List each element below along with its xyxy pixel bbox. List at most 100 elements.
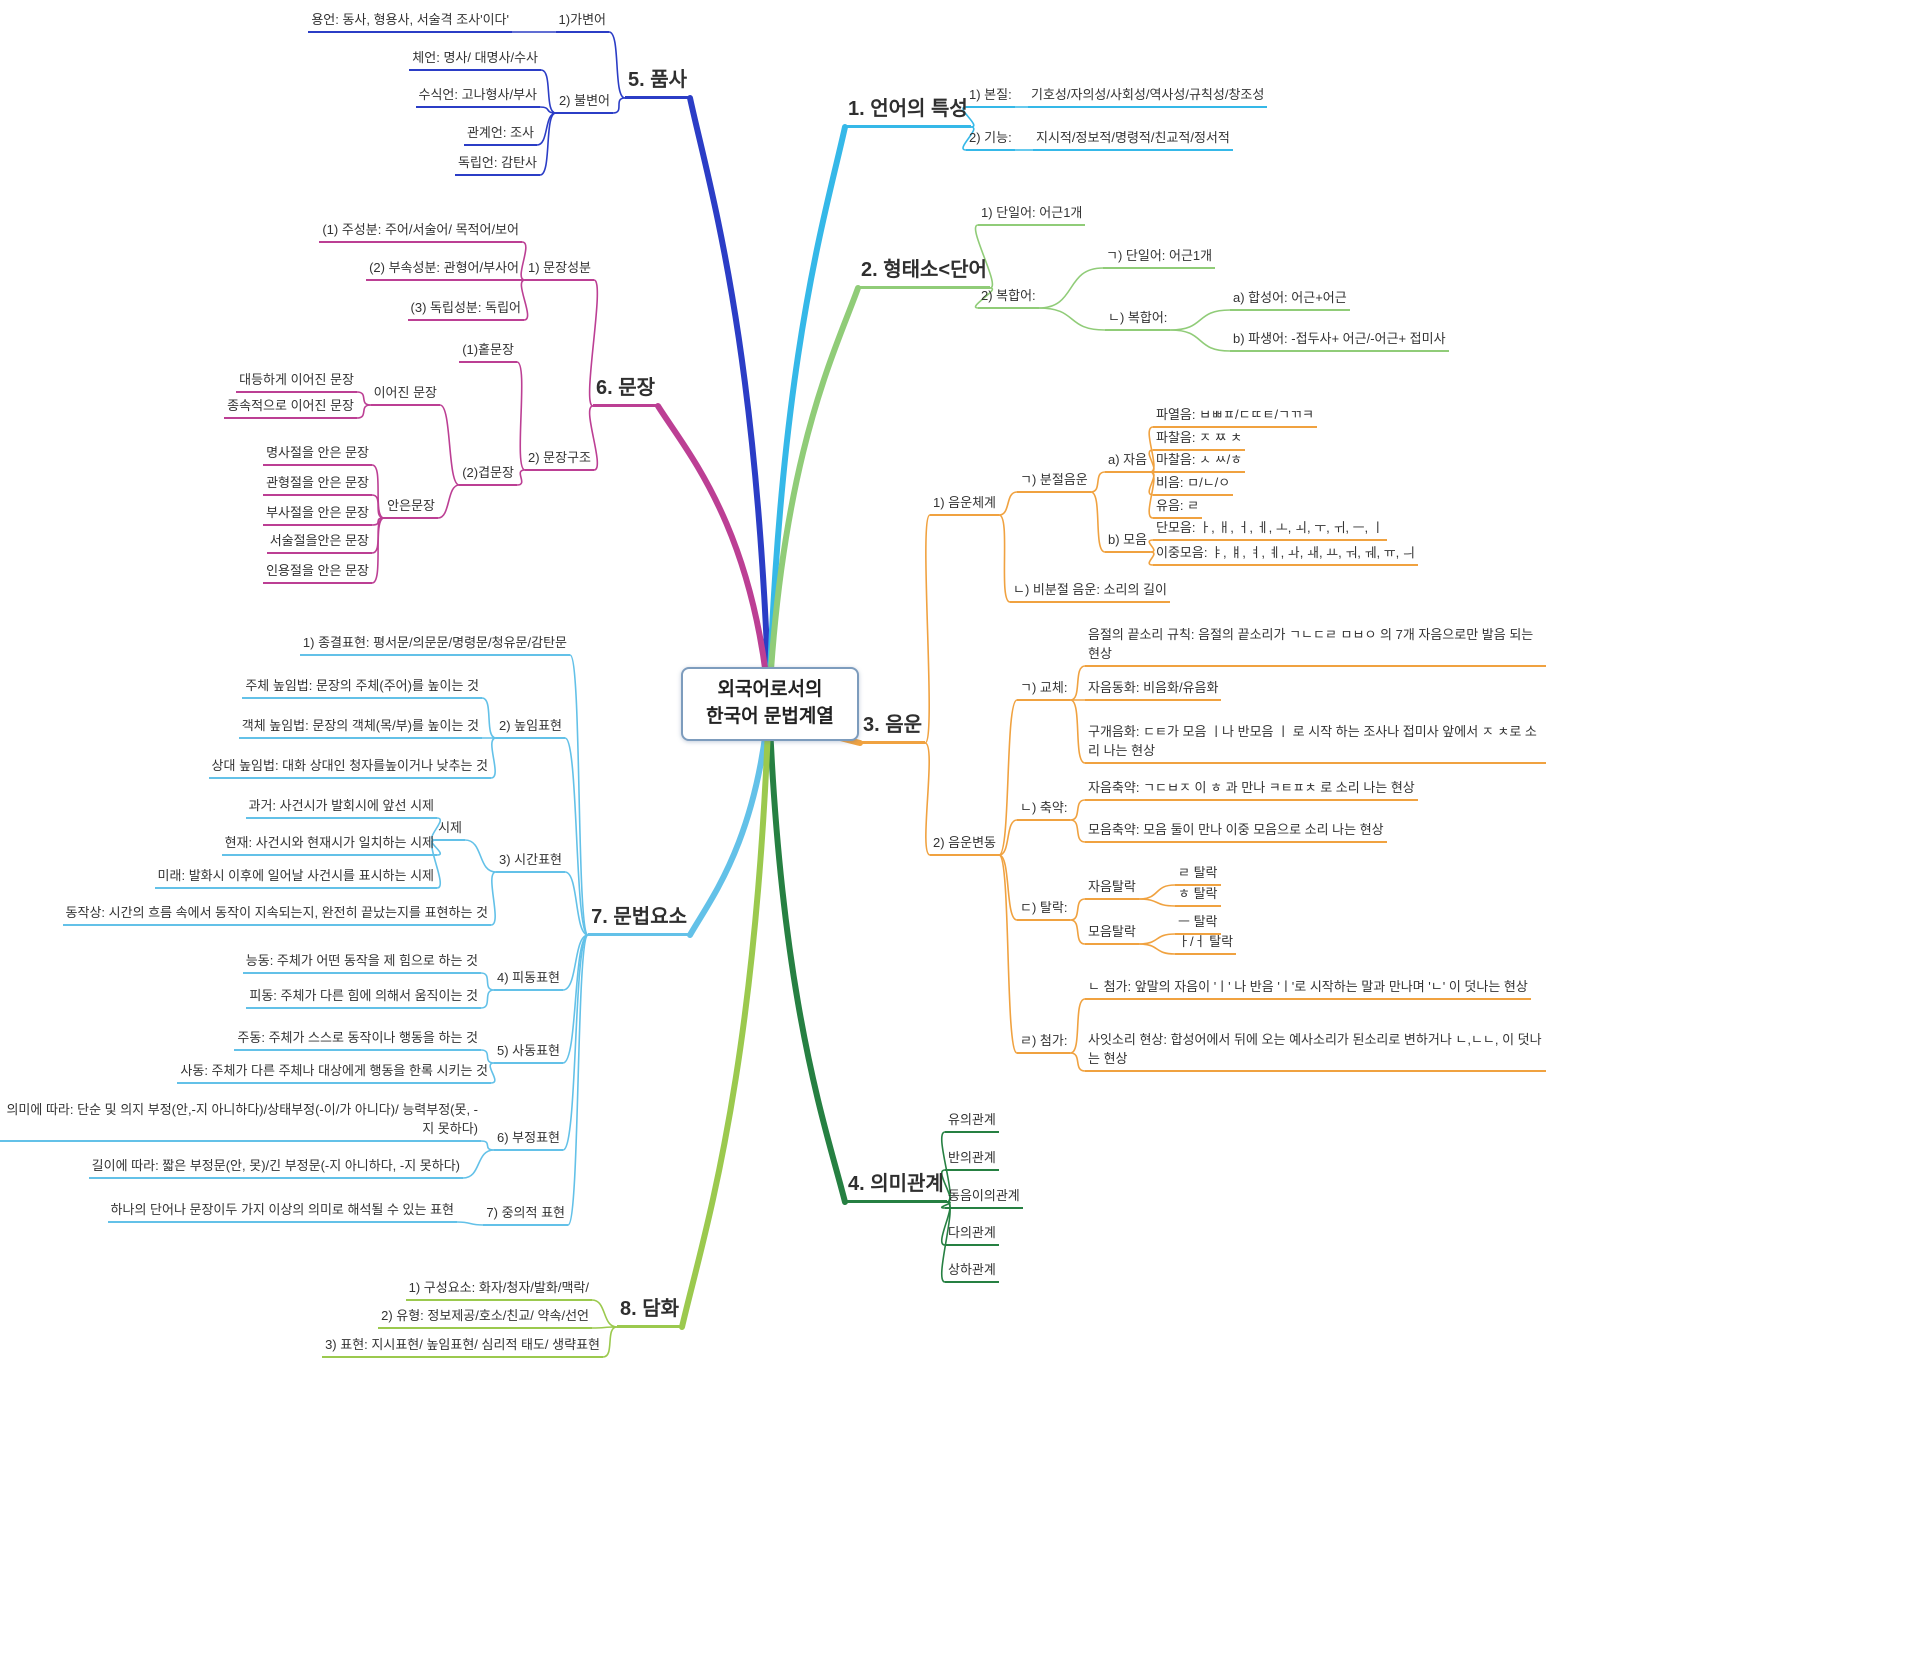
map-node[interactable]: 자음동화: 비음화/유음화 — [1085, 678, 1222, 701]
map-node[interactable]: 피동: 주체가 다른 힘에 의해서 움직이는 것 — [246, 986, 481, 1009]
map-node[interactable]: 다의관계 — [945, 1223, 999, 1246]
map-node[interactable]: ㄴ) 비분절 음운: 소리의 길이 — [1010, 580, 1170, 603]
branch-semantic-relations[interactable]: 4. 의미관계 — [845, 1171, 947, 1203]
map-node[interactable]: ㅡ 탈락 — [1175, 912, 1221, 935]
map-node[interactable]: (3) 독립성분: 독립어 — [407, 298, 524, 321]
map-node[interactable]: 2) 복합어: — [978, 286, 1039, 309]
map-node[interactable]: 6) 부정표현 — [493, 1128, 563, 1151]
map-node[interactable]: 상하관계 — [945, 1260, 999, 1283]
map-node[interactable]: 지시적/정보적/명령적/친교적/정서적 — [1033, 128, 1233, 151]
map-node[interactable]: b) 모음 — [1105, 530, 1151, 553]
branch-parts-of-speech[interactable]: 5. 품사 — [624, 67, 690, 99]
map-node[interactable]: 길이에 따라: 짧은 부정문(안, 못)/긴 부정문(-지 아니하다, -지 못… — [88, 1156, 463, 1179]
map-node[interactable]: 독립언: 감탄사 — [455, 153, 540, 176]
map-node[interactable]: 이어진 문장 — [370, 383, 440, 406]
map-node[interactable]: 현재: 사건시와 현재시가 일치하는 시제 — [221, 833, 437, 856]
map-node[interactable]: ㄱ) 교체: — [1017, 678, 1071, 701]
map-node[interactable]: ㅎ 탈락 — [1175, 884, 1221, 907]
map-node[interactable]: 1) 문장성분 — [524, 258, 594, 281]
map-node[interactable]: 동음이의관계 — [945, 1186, 1023, 1209]
map-node[interactable]: 비음: ㅁ/ㄴ/ㅇ — [1153, 473, 1234, 496]
map-node[interactable]: 음절의 끝소리 규칙: 음절의 끝소리가 ㄱㄴㄷㄹ ㅁㅂㅇ 의 7개 자음으로만… — [1085, 625, 1546, 667]
map-node[interactable]: 사동: 주체가 다른 주체나 대상에게 행동을 한록 시키는 것 — [177, 1061, 491, 1084]
map-node[interactable]: 반의관계 — [945, 1148, 999, 1171]
map-node[interactable]: ㄹ) 첨가: — [1017, 1031, 1071, 1054]
map-node[interactable]: 1) 음운체계 — [930, 493, 1000, 516]
map-node[interactable]: 모음축약: 모음 둘이 만나 이중 모음으로 소리 나는 현상 — [1085, 820, 1387, 843]
map-node[interactable]: (1)홑문장 — [459, 340, 517, 363]
map-node[interactable]: 상대 높임법: 대화 상대인 청자를높이거나 낮추는 것 — [208, 756, 491, 779]
map-node[interactable]: 관계언: 조사 — [463, 123, 537, 146]
map-node[interactable]: a) 합성어: 어근+어근 — [1230, 288, 1350, 311]
map-node[interactable]: 주체 높임법: 문장의 주체(주어)를 높이는 것 — [242, 676, 482, 699]
branch-grammar-elements[interactable]: 7. 문법요소 — [588, 904, 690, 936]
branch-phonology[interactable]: 3. 음운 — [860, 712, 926, 744]
map-node[interactable]: 유음: ㄹ — [1153, 496, 1203, 519]
branch-discourse[interactable]: 8. 담화 — [616, 1296, 682, 1328]
map-node[interactable]: ㄷ) 탈락: — [1017, 898, 1071, 921]
map-node[interactable]: 1) 종결표현: 평서문/의문문/명령문/청유문/감탄문 — [299, 633, 570, 656]
branch-language-characteristics[interactable]: 1. 언어의 특성 — [845, 96, 971, 128]
map-node[interactable]: 하나의 단어나 문장이두 가지 이상의 의미로 해석될 수 있는 표현 — [107, 1200, 457, 1223]
map-node[interactable]: ㄹ 탈락 — [1175, 863, 1221, 886]
map-node[interactable]: ㄴ) 복합어: — [1105, 308, 1171, 331]
map-node[interactable]: 1) 본질: — [966, 85, 1015, 108]
map-node[interactable]: 과거: 사건시가 발회시에 앞선 시제 — [245, 796, 437, 819]
map-node[interactable]: 체언: 명사/ 대명사/수사 — [409, 48, 541, 71]
map-node[interactable]: 1) 단일어: 어근1개 — [978, 203, 1086, 226]
map-node[interactable]: 용언: 동사, 형용사, 서술격 조사'이다' — [308, 10, 512, 33]
map-node[interactable]: 객체 높임법: 문장의 객체(목/부)를 높이는 것 — [238, 716, 482, 739]
map-node[interactable]: (2) 부속성분: 관형어/부사어 — [366, 258, 522, 281]
map-node[interactable]: ㄴ) 축약: — [1017, 798, 1071, 821]
map-node[interactable]: 능동: 주체가 어떤 동작을 제 힘으로 하는 것 — [242, 951, 481, 974]
map-node[interactable]: 미래: 발화시 이후에 일어날 사건시를 표시하는 시제 — [154, 866, 437, 889]
map-node[interactable]: 1)가변어 — [555, 10, 609, 33]
map-node[interactable]: 사잇소리 현상: 합성어에서 뒤에 오는 예사소리가 된소리로 변하거나 ㄴ,ㄴ… — [1085, 1030, 1546, 1072]
map-node[interactable]: 인용절을 안은 문장 — [263, 561, 372, 584]
map-node[interactable]: 7) 중의적 표현 — [483, 1203, 568, 1226]
branch-morpheme-word[interactable]: 2. 형태소<단어 — [858, 257, 990, 289]
map-node[interactable]: 시제 — [435, 818, 465, 841]
map-node[interactable]: 유의관계 — [945, 1110, 999, 1133]
map-node[interactable]: 5) 사동표현 — [493, 1041, 563, 1064]
map-node[interactable]: 수식언: 고나형사/부사 — [415, 85, 540, 108]
map-node[interactable]: 4) 피동표현 — [493, 968, 563, 991]
map-node[interactable]: 기호성/자의성/사회성/역사성/규칙성/창조성 — [1028, 85, 1268, 108]
map-node[interactable]: a) 자음 — [1105, 450, 1151, 473]
map-node[interactable]: ㄱ) 분절음운 — [1017, 470, 1091, 493]
map-node[interactable]: 대등하게 이어진 문장 — [236, 370, 357, 393]
map-node[interactable]: 부사절을 안은 문장 — [263, 503, 372, 526]
map-node[interactable]: 관형절을 안은 문장 — [263, 473, 372, 496]
map-node[interactable]: ㄱ) 단일어: 어근1개 — [1103, 246, 1216, 269]
map-node[interactable]: b) 파생어: -접두사+ 어근/-어근+ 접미사 — [1230, 329, 1449, 352]
map-node[interactable]: ㅏ/ㅓ 탈락 — [1175, 932, 1237, 955]
map-node[interactable]: 마찰음: ㅅ ㅆ/ㅎ — [1153, 450, 1246, 473]
map-node[interactable]: ㄴ 첨가: 앞말의 자음이 'ㅣ' 나 반음 'ㅣ'로 시작하는 말과 만나며 … — [1085, 977, 1531, 1000]
map-node[interactable]: 서술절을안은 문장 — [266, 531, 372, 554]
map-node[interactable]: 종속적으로 이어진 문장 — [224, 396, 357, 419]
map-node[interactable]: 모음탈락 — [1085, 922, 1139, 945]
map-node[interactable]: 2) 음운변동 — [930, 833, 1000, 856]
map-node[interactable]: 2) 문장구조 — [524, 448, 594, 471]
map-node[interactable]: 2) 높임표현 — [495, 716, 565, 739]
map-node[interactable]: 자음탈락 — [1085, 877, 1139, 900]
map-node[interactable]: 주동: 주체가 스스로 동작이나 행동을 하는 것 — [234, 1028, 481, 1051]
map-node[interactable]: 단모음: ㅏ, ㅐ, ㅓ, ㅔ, ㅗ, ㅚ, ㅜ, ㅟ, ㅡ, ㅣ — [1153, 518, 1387, 541]
map-node[interactable]: 1) 구성요소: 화자/청자/발화/맥락/ — [405, 1278, 592, 1301]
map-node[interactable]: 의미에 따라: 단순 및 의지 부정(안,-지 아니하다)/상태부정(-이/가 … — [0, 1100, 481, 1142]
map-node[interactable]: (2)겹문장 — [459, 463, 517, 486]
map-node[interactable]: 파찰음: ㅈ ㅉ ㅊ — [1153, 428, 1246, 451]
map-node[interactable]: (1) 주성분: 주어/서술어/ 목적어/보어 — [319, 220, 522, 243]
central-topic[interactable]: 외국어로서의 한국어 문법계열 — [681, 667, 859, 741]
map-node[interactable]: 3) 표현: 지시표현/ 높임표현/ 심리적 태도/ 생략표현 — [322, 1335, 603, 1358]
map-node[interactable]: 2) 유형: 정보제공/호소/친교/ 약속/선언 — [378, 1306, 592, 1329]
map-node[interactable]: 안은문장 — [384, 496, 438, 519]
map-node[interactable]: 파열음: ㅂㅃㅍ/ㄷㄸㅌ/ㄱㄲㅋ — [1153, 405, 1317, 428]
map-node[interactable]: 자음축약: ㄱㄷㅂㅈ 이 ㅎ 과 만나 ㅋㅌㅍㅊ 로 소리 나는 현상 — [1085, 778, 1418, 801]
map-node[interactable]: 구개음화: ㄷㅌ가 모음 ㅣ나 반모음 ㅣ 로 시작 하는 조사나 접미사 앞에… — [1085, 722, 1546, 764]
branch-sentence[interactable]: 6. 문장 — [592, 375, 658, 407]
map-node[interactable]: 2) 기능: — [966, 128, 1015, 151]
map-node[interactable]: 동작상: 시간의 흐름 속에서 동작이 지속되는지, 완전히 끝났는지를 표현하… — [62, 903, 491, 926]
map-node[interactable]: 이중모음: ㅑ, ㅒ, ㅕ, ㅖ, ㅘ, ㅙ, ㅛ, ㅝ, ㅞ, ㅠ, ㅢ — [1153, 543, 1418, 566]
map-node[interactable]: 3) 시간표현 — [495, 850, 565, 873]
